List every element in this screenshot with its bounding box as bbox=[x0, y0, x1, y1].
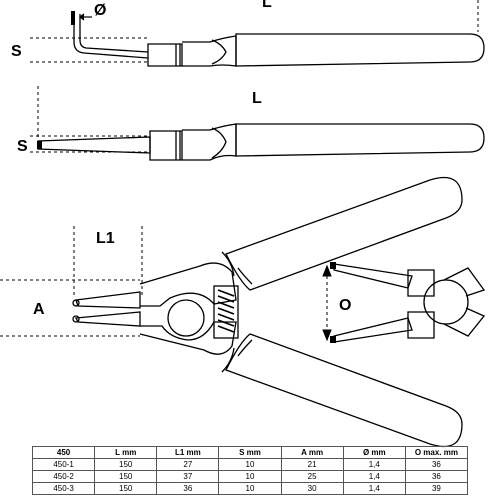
table-cell: 36 bbox=[156, 482, 220, 495]
table-cell: 450-3 bbox=[31, 482, 96, 495]
table-cell: 450-1 bbox=[31, 458, 96, 471]
table-header-cell: Ø mm bbox=[342, 446, 406, 459]
table-cell: 36 bbox=[404, 458, 469, 471]
table-cell: 1,4 bbox=[342, 458, 406, 471]
table-cell: 27 bbox=[156, 458, 220, 471]
table-cell: 36 bbox=[404, 470, 469, 483]
pliers-top-view bbox=[72, 176, 463, 448]
table-cell: 10 bbox=[218, 482, 282, 495]
opening-detail-view bbox=[330, 262, 486, 343]
length-label-mid: L bbox=[252, 90, 262, 107]
table-cell: 30 bbox=[280, 482, 344, 495]
table-header-cell: 450 bbox=[31, 446, 96, 459]
table-header-cell: L1 mm bbox=[156, 446, 220, 459]
diameter-arrow bbox=[79, 13, 92, 21]
straight-pliers-side-view bbox=[37, 123, 485, 161]
bottom-dimension-lines bbox=[0, 226, 143, 337]
table-header-cell: L mm bbox=[94, 446, 158, 459]
specification-table: 450 L mm L1 mm S mm A mm Ø mm O max. mm … bbox=[31, 446, 469, 495]
l1-label: L1 bbox=[96, 230, 115, 247]
table-cell: 10 bbox=[218, 458, 282, 471]
table-cell: 450-2 bbox=[31, 470, 96, 483]
o-label: O bbox=[339, 297, 351, 314]
s-label-mid: S bbox=[17, 138, 28, 155]
table-cell: 21 bbox=[280, 458, 344, 471]
table-header-row: 450 L mm L1 mm S mm A mm Ø mm O max. mm bbox=[31, 446, 469, 459]
table-cell: 150 bbox=[94, 482, 158, 495]
opening-dimension-arrow bbox=[322, 264, 332, 342]
table-cell: 37 bbox=[156, 470, 220, 483]
table-cell: 10 bbox=[218, 470, 282, 483]
table-header-cell: S mm bbox=[218, 446, 282, 459]
table-cell: 25 bbox=[280, 470, 344, 483]
bent-pliers-side-view bbox=[71, 11, 485, 67]
table-cell: 1,4 bbox=[342, 470, 406, 483]
table-header-cell: O max. mm bbox=[404, 446, 469, 459]
middle-dimension-lines bbox=[30, 86, 150, 153]
table-row: 450-3 150 36 10 30 1,4 39 bbox=[31, 482, 469, 495]
table-row: 450-1 150 27 10 21 1,4 36 bbox=[31, 458, 469, 471]
diameter-label: Ø bbox=[94, 2, 106, 19]
s-label-top: S bbox=[11, 43, 22, 60]
a-label: A bbox=[33, 301, 45, 318]
table-cell: 150 bbox=[94, 470, 158, 483]
length-label-top: L bbox=[262, 0, 272, 11]
table-cell: 1,4 bbox=[342, 482, 406, 495]
table-cell: 150 bbox=[94, 458, 158, 471]
table-row: 450-2 150 37 10 25 1,4 36 bbox=[31, 470, 469, 483]
table-cell: 39 bbox=[404, 482, 469, 495]
table-header-cell: A mm bbox=[280, 446, 344, 459]
top-dimension-lines bbox=[30, 0, 479, 63]
